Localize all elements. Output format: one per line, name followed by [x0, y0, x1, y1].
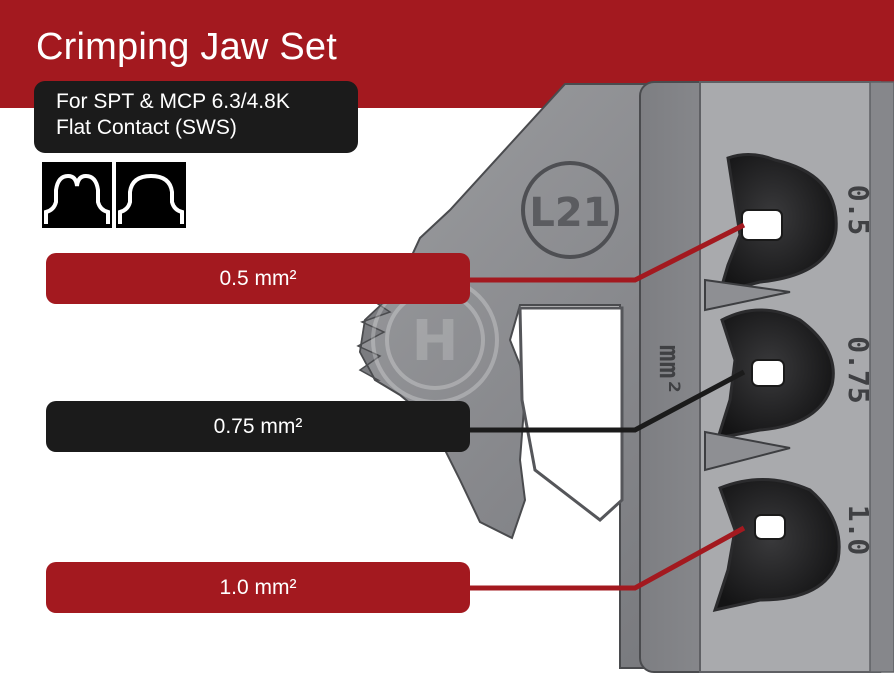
- single-crimp-profile-icon: [116, 162, 186, 228]
- svg-text:0.75: 0.75: [842, 336, 875, 403]
- svg-text:0.5: 0.5: [842, 185, 875, 236]
- page-title: Crimping Jaw Set: [36, 26, 337, 68]
- subtitle-line-1: For SPT & MCP 6.3/4.8K: [56, 90, 290, 113]
- callout-label: 0.75 mm²: [213, 415, 303, 438]
- svg-text:H: H: [412, 309, 459, 374]
- double-crimp-profile-icon: [42, 162, 112, 228]
- callout-0-75: 0.75 mm²: [46, 401, 470, 452]
- svg-text:L21: L21: [529, 190, 610, 236]
- svg-text:mm²: mm²: [653, 345, 686, 396]
- callout-0-5: 0.5 mm²: [46, 253, 470, 304]
- callout-label: 0.5 mm²: [219, 267, 297, 290]
- callout-1-0: 1.0 mm²: [46, 562, 470, 613]
- callout-label: 1.0 mm²: [219, 576, 297, 599]
- subtitle-box: For SPT & MCP 6.3/4.8K Flat Contact (SWS…: [34, 81, 358, 153]
- svg-text:1.0: 1.0: [842, 505, 875, 556]
- subtitle-line-2: Flat Contact (SWS): [56, 116, 237, 139]
